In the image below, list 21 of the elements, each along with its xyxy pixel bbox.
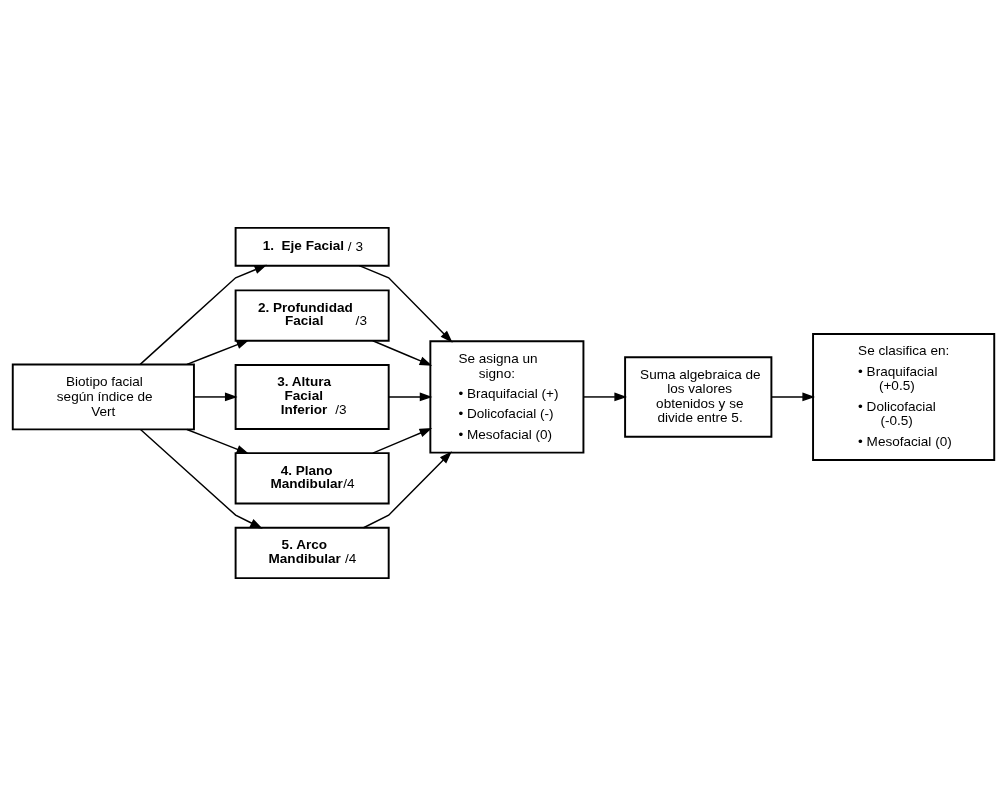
arrow <box>372 339 433 366</box>
arrow <box>770 392 815 401</box>
node-box: 2. Profundidad Facial /3 <box>234 288 390 342</box>
arrow <box>186 428 250 454</box>
arrow <box>362 450 452 528</box>
arrow <box>139 264 268 365</box>
arrow <box>372 427 433 454</box>
node-box: Suma algebraica de los valores obtenidos y se divide entre 5. <box>624 355 773 438</box>
arrow <box>193 392 238 401</box>
arrow <box>186 339 250 365</box>
node-box: Biotipo facial según índice de Vert <box>11 363 195 430</box>
node-box: Se clasifica en: • Braquifacial (+0.5) • Dolicofacial (-0.5) • Mesofacial (0) <box>812 332 996 461</box>
node-box: 3. Altura Facial Inferior /3 <box>234 363 390 430</box>
arrow <box>139 428 263 529</box>
node-box: 5. Arco Mandibular /4 <box>234 526 390 579</box>
arrow <box>582 392 627 401</box>
node-box: Se asigna un signo: • Braquifacial (+) • Dolicofacial (-) • Mesofacial (0) <box>429 339 585 454</box>
node-box: 1. Eje Facial / 3 <box>234 226 390 267</box>
arrow <box>388 392 433 401</box>
arrow <box>358 264 453 343</box>
node-box: 4. Plano Mandibular/4 <box>234 451 390 504</box>
